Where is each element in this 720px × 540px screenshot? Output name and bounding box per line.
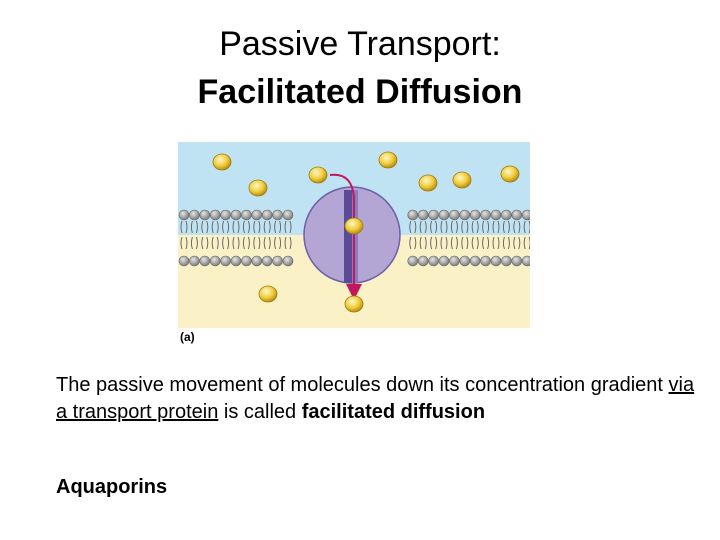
solute-molecule [418,174,438,192]
lipid-head [480,255,491,267]
solute-molecule [378,151,398,169]
lipid-head [251,209,263,221]
lipid-head [199,209,211,221]
lipid-head [230,255,242,267]
lipid-head [178,255,190,267]
lipid-head [438,255,450,267]
lipid-head [178,209,190,221]
solute-molecule [248,179,268,197]
solute-molecule [344,295,364,313]
lipid-head [189,209,200,221]
lipid-head [511,209,523,221]
lipid-head [449,255,460,267]
lipid-head [449,209,460,221]
solute-molecule [212,153,232,171]
lipid-head [469,209,481,221]
lipid-head [438,209,450,221]
slide-title-line2: Facilitated Diffusion [197,73,523,111]
solute-molecule [452,171,472,189]
lipid-head [521,255,530,267]
lipid-head [480,209,491,221]
lipid-head [230,209,242,221]
lipid-head [490,209,502,221]
lipid-head [209,255,221,267]
lipid-bilayer [178,209,530,267]
solute-molecules [212,151,520,313]
lipid-head [261,255,273,267]
lipid-head [272,209,283,221]
body-text-start: The passive movement of molecules down i… [56,374,669,396]
lipid-head [428,255,439,267]
lipid-head [209,209,221,221]
solute-molecule [258,285,278,303]
body-text-middle: is called [218,401,302,423]
lipid-head [417,209,429,221]
lipid-head [417,255,429,267]
lipid-head [511,255,523,267]
body-text-bold-term: facilitated diffusion [301,401,486,423]
lipid-head [459,255,471,267]
lipid-head [282,255,294,267]
lipid-head [199,255,211,267]
lipid-head [469,255,481,267]
lipid-head [251,255,263,267]
body-text-underlined: via a transport protein [56,374,695,423]
facilitated-diffusion-diagram [178,142,530,328]
body-paragraph: The passive movement of molecules down i… [56,372,696,426]
protein-channel [344,190,352,283]
lipid-head [282,209,294,221]
transport-protein [303,186,401,284]
lipid-head [241,255,252,267]
solute-molecule [344,217,364,235]
lipid-head [407,255,419,267]
lipid-head [189,255,200,267]
lipid-head [220,255,231,267]
figure-label: (a) [180,330,195,344]
lipid-head [501,209,512,221]
lipid-head [261,209,273,221]
bullet-aquaporins: Aquaporins [56,476,168,498]
transport-arrow [329,173,362,300]
lipid-head [407,209,419,221]
solute-molecule [500,165,520,183]
slide-title-line1: Passive Transport: [219,25,501,63]
lipid-head [459,209,471,221]
lipid-head [220,209,231,221]
lipid-head [521,209,530,221]
lipid-head [428,209,439,221]
lipid-head [501,255,512,267]
lipid-head [272,255,283,267]
lipid-head [241,209,252,221]
lipid-head [490,255,502,267]
solute-molecule [308,166,328,184]
